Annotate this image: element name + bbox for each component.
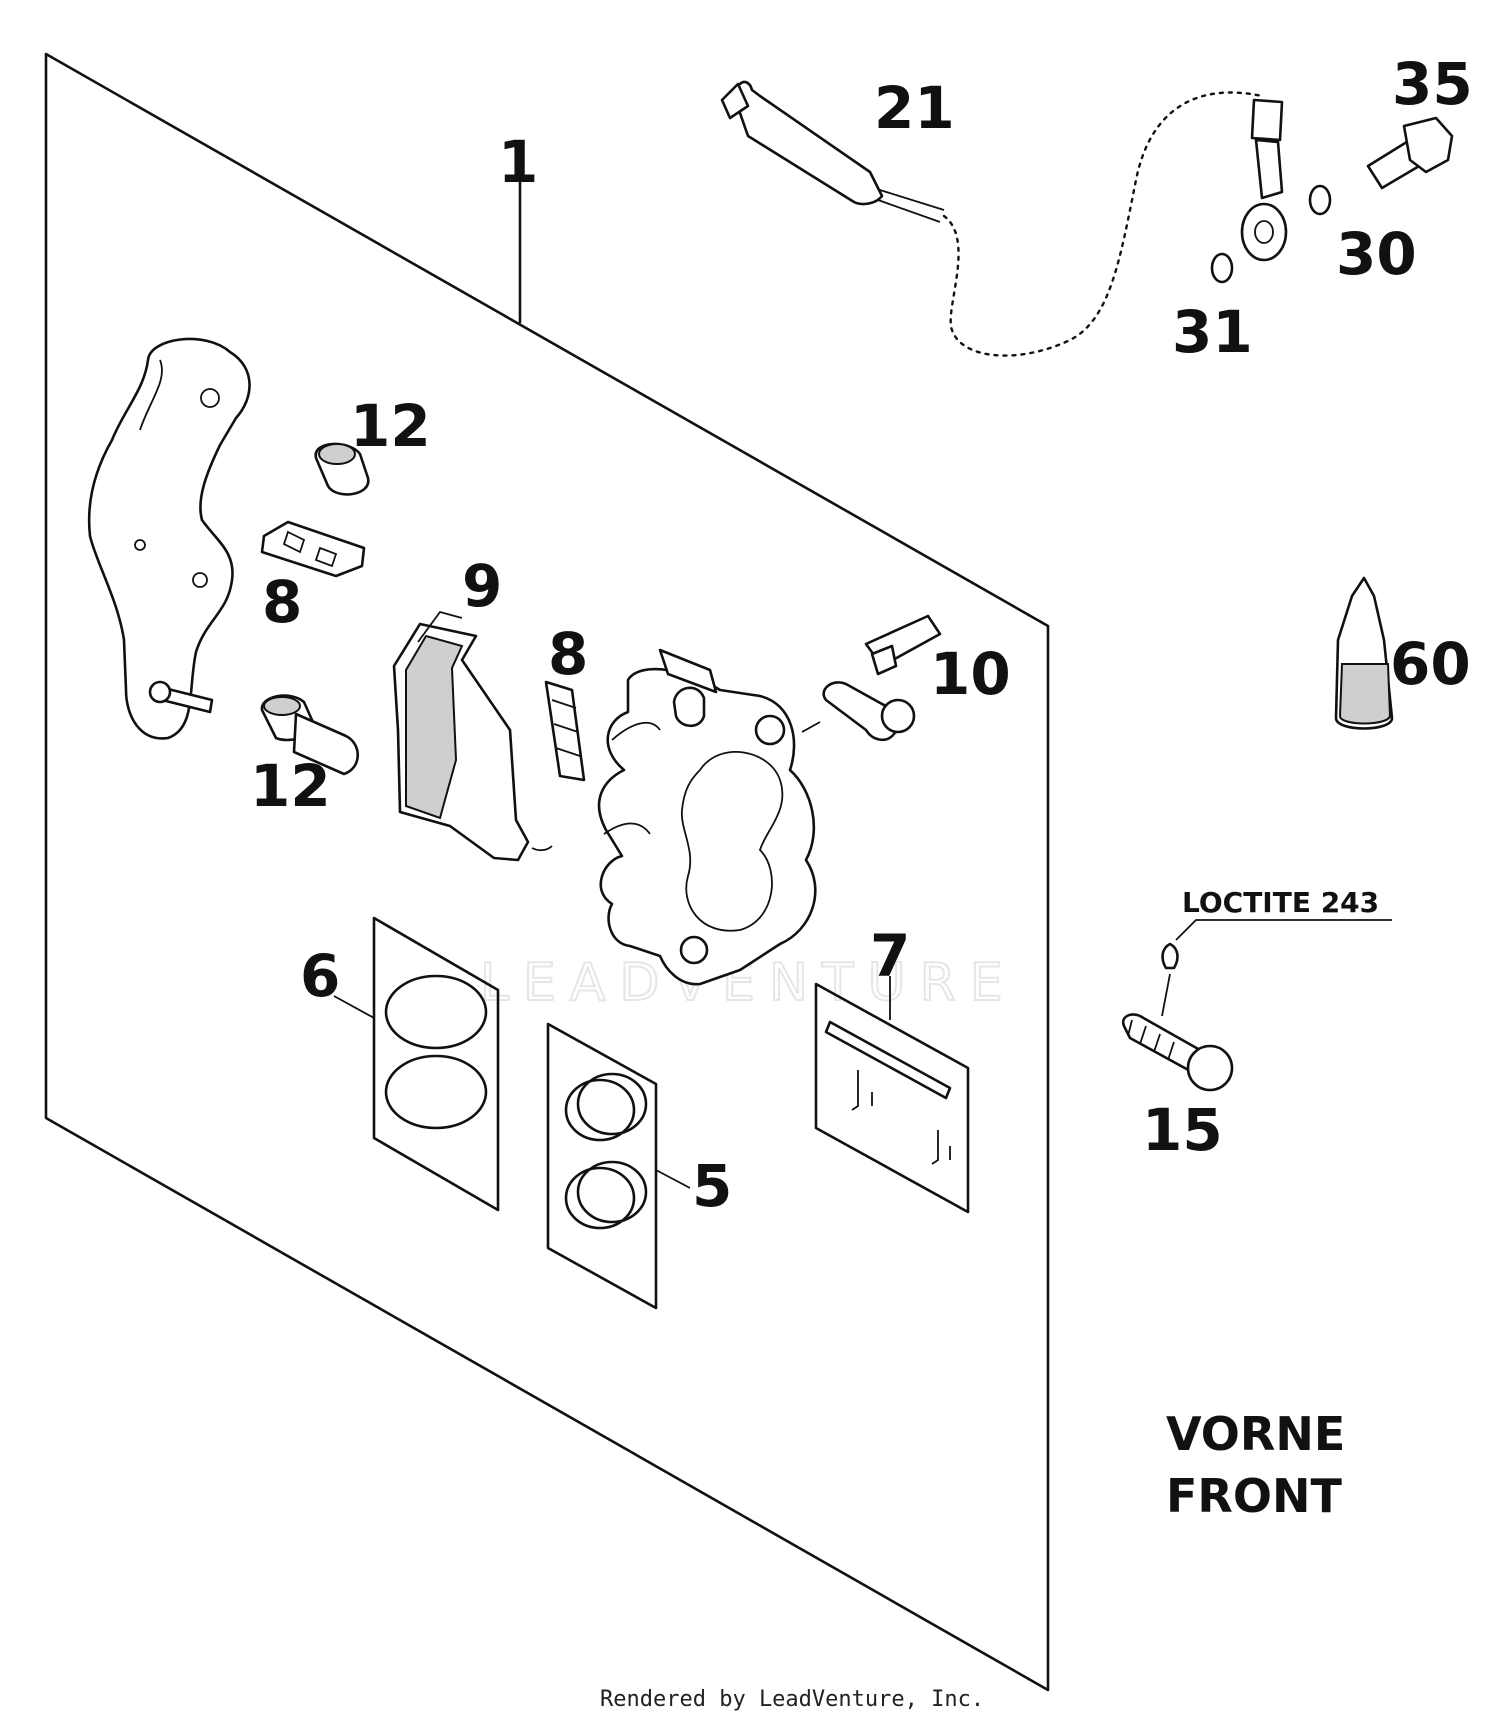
- leader-5: [655, 1169, 691, 1189]
- render-credit: Rendered by LeadVenture, Inc.: [600, 1687, 984, 1712]
- washer-30: [1308, 184, 1332, 216]
- callout-9: 9: [462, 552, 502, 620]
- callout-7: 7: [870, 922, 910, 990]
- brake-hose: [720, 80, 1264, 357]
- callout-8-middle: 8: [548, 620, 588, 688]
- guide-bush-upper: [314, 442, 370, 496]
- callout-12-lower: 12: [250, 752, 331, 820]
- pad-spring-middle: [544, 680, 586, 782]
- callout-6: 6: [300, 942, 340, 1010]
- callout-31: 31: [1172, 298, 1253, 366]
- front-label-en: FRONT: [1166, 1469, 1342, 1523]
- callout-60: 60: [1390, 630, 1471, 698]
- callout-10: 10: [930, 640, 1011, 708]
- guide-pin-lower: [260, 694, 360, 776]
- leader-10: [801, 721, 821, 733]
- callout-21: 21: [874, 74, 955, 142]
- callout-1: 1: [498, 128, 538, 196]
- caliper-bracket: [87, 337, 251, 740]
- assembly-panel: [44, 52, 1050, 1692]
- brake-pad-set: [392, 610, 553, 862]
- front-label-de: VORNE: [1166, 1407, 1345, 1461]
- piston-kit: [372, 916, 500, 1212]
- bleeder-valve: [822, 614, 942, 742]
- washer-31: [1210, 252, 1234, 284]
- callout-5: 5: [692, 1152, 732, 1220]
- mounting-bolt: [1121, 919, 1392, 1092]
- callout-15: 15: [1142, 1096, 1223, 1164]
- pad-spring-upper: [260, 520, 366, 578]
- callout-35: 35: [1392, 50, 1473, 118]
- banjo-fitting: [1240, 98, 1288, 262]
- seal-kit: [546, 1022, 658, 1310]
- banjo-bolt: [1366, 116, 1454, 190]
- callout-30: 30: [1336, 220, 1417, 288]
- leader-6: [333, 995, 375, 1019]
- loctite-bottle: [1334, 576, 1394, 730]
- pin-kit: [814, 982, 970, 1214]
- caliper-body: [597, 648, 817, 986]
- callout-12-upper: 12: [350, 392, 431, 460]
- loctite-note: LOCTITE 243: [1182, 886, 1379, 919]
- callout-8-upper: 8: [262, 568, 302, 636]
